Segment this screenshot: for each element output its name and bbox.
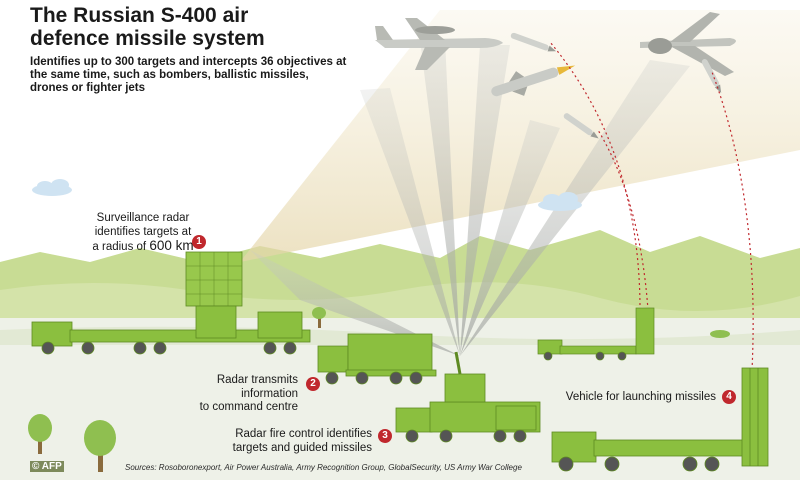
page-title: The Russian S-400 air defence missile sy… <box>30 4 265 50</box>
beam-left <box>250 250 460 356</box>
step-4-marker: 4 <box>722 390 736 404</box>
step-3-line-2: targets and guided missiles <box>232 441 372 454</box>
step-2-label: Radar transmits information to command c… <box>158 374 298 415</box>
trajectory-1 <box>549 41 641 311</box>
step-2-marker: 2 <box>306 377 320 391</box>
missile-icon-2 <box>563 113 599 139</box>
cloud-icon <box>32 179 582 211</box>
missile-launcher-vehicle <box>551 367 769 472</box>
step-1-line-2: identifies targets at <box>94 225 192 238</box>
step-2-line-2: to command centre <box>199 401 298 413</box>
page-subtitle: Identifies up to 300 targets and interce… <box>30 56 347 94</box>
trajectory-3 <box>711 71 754 371</box>
step-4-label: Vehicle for launching missiles <box>548 391 716 405</box>
step-3-marker: 3 <box>378 429 392 443</box>
step-1-label: Surveillance radar identifies targets at… <box>88 212 198 255</box>
tree-icon <box>28 307 730 472</box>
step-1-line-3: a radius of <box>92 241 147 253</box>
command-centre-truck <box>317 333 437 385</box>
step-1-marker: 1 <box>192 235 206 249</box>
distant-launcher <box>537 307 655 361</box>
surveillance-radar-truck <box>31 251 311 355</box>
trajectory-2 <box>597 129 649 311</box>
radar-grid <box>186 252 242 306</box>
missile-icon-3 <box>701 59 722 93</box>
beam-e <box>360 88 460 356</box>
missile-icon-1 <box>510 32 557 52</box>
step-2-line-1: Radar transmits information <box>216 374 298 400</box>
step-3-label: Radar fire control identifies targets an… <box>230 428 372 455</box>
sources-line: Sources: Rosoboronexport, Air Power Aust… <box>125 463 522 472</box>
fire-control-truck <box>395 351 541 443</box>
aircraft-icon <box>375 18 503 70</box>
afp-credit: © AFP <box>30 461 64 472</box>
step-4-line-1: Vehicle for launching missiles <box>565 391 716 403</box>
beam-a <box>420 40 460 356</box>
step-1-range: 600 km <box>149 238 194 253</box>
step-3-line-1: Radar fire control identifies <box>235 428 372 440</box>
step-1-line-1: Surveillance radar <box>96 212 190 224</box>
beam-c <box>460 120 560 356</box>
step-1-line-3-wrap: a radius of 600 km <box>88 239 198 255</box>
beam-b <box>460 45 510 356</box>
cruise-missile-icon <box>491 65 576 97</box>
